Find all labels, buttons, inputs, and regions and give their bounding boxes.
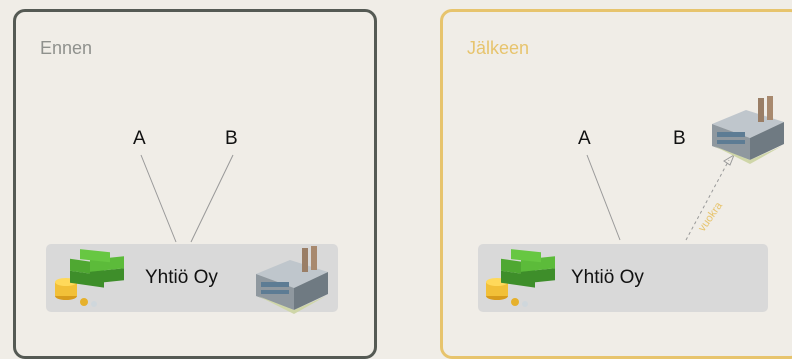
money-pile-icon <box>486 249 555 307</box>
ownership-line-a-before <box>140 154 177 243</box>
company-name-before: Yhtiö Oy <box>145 267 218 288</box>
owner-a-after: A <box>578 128 591 149</box>
owner-b-before: B <box>225 128 238 149</box>
money-pile-icon <box>55 249 124 307</box>
panel-title-after: Jälkeen <box>467 38 530 58</box>
rent-arrowhead <box>723 153 736 166</box>
company-name-after: Yhtiö Oy <box>571 267 644 288</box>
ownership-line-b-before <box>190 154 234 243</box>
factory-icon <box>712 96 784 164</box>
panel-title-before: Ennen <box>40 38 93 58</box>
owner-b-after: B <box>673 128 686 149</box>
ownership-line-a-after <box>586 154 621 241</box>
owner-a-before: A <box>133 128 146 149</box>
factory-icon <box>256 246 328 314</box>
